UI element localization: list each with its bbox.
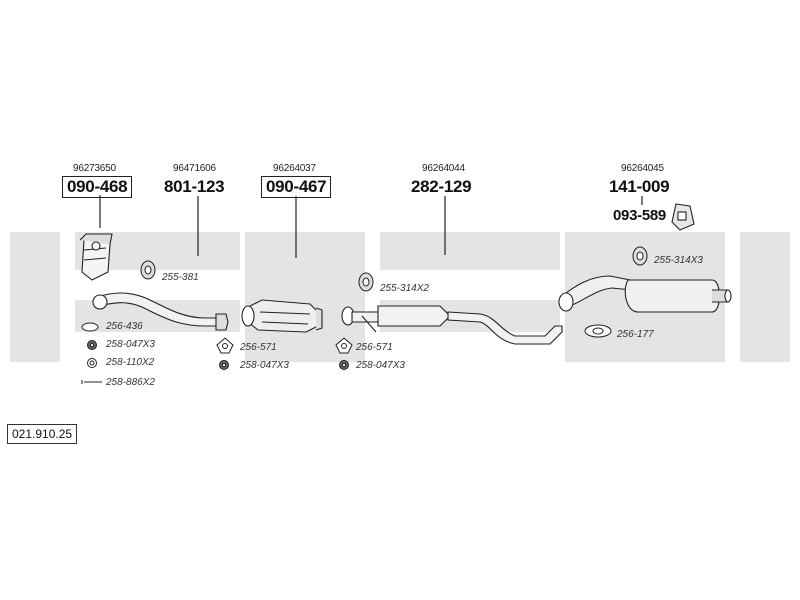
hanger-icon <box>140 260 156 280</box>
downpipe-icon <box>92 292 229 331</box>
part-ref-2: 96471606 <box>173 163 216 174</box>
part-ref-3: 96264037 <box>273 163 316 174</box>
bracket-icon <box>671 203 695 231</box>
hw-label-256-177: 256-177 <box>617 329 654 340</box>
hw-label-258-047x3-b: 258-047X3 <box>240 360 289 371</box>
hw-label-256-436: 256-436 <box>106 321 143 332</box>
hw-label-258-110x2: 258-110X2 <box>106 357 155 368</box>
hw-label-258-047x3-c: 258-047X3 <box>356 360 405 371</box>
catalytic-converter-2-icon <box>241 299 323 333</box>
hw-label-256-571-b: 256-571 <box>356 342 393 353</box>
part-code-extra: 093-589 <box>613 207 666 224</box>
hw-label-256-571-a: 256-571 <box>240 342 277 353</box>
watermark-bar-left <box>10 232 60 362</box>
catalog-number: 021.910.25 <box>7 424 78 444</box>
hw-label-255-381: 255-381 <box>162 272 199 283</box>
hw-label-255-314x3: 255-314X3 <box>654 255 703 266</box>
part-code-2: 801-123 <box>164 177 225 196</box>
part-code-3: 090-467 <box>261 176 332 198</box>
hw-label-258-047x3-a: 258-047X3 <box>106 339 155 350</box>
gasket-icon <box>81 322 99 332</box>
watermark-bar-right <box>740 232 790 362</box>
oval-gasket-icon <box>584 324 612 338</box>
part-code-4: 282-129 <box>411 177 472 196</box>
part-ref-5: 96264045 <box>621 163 664 174</box>
watermark-bar-s1 <box>380 232 560 270</box>
hw-label-258-886x2: 258-886X2 <box>106 377 155 388</box>
hw-label-255-314x2: 255-314X2 <box>380 283 429 294</box>
part-ref-4: 96264044 <box>422 163 465 174</box>
part-code-1: 090-468 <box>62 176 133 198</box>
catalytic-converter-icon <box>79 233 113 281</box>
part-code-5: 141-009 <box>609 177 670 196</box>
middle-silencer-icon <box>341 305 563 345</box>
rear-silencer-icon <box>558 275 732 313</box>
hanger-icon-3 <box>632 246 648 266</box>
part-ref-1: 96273650 <box>73 163 116 174</box>
hanger-icon-2 <box>358 272 374 292</box>
